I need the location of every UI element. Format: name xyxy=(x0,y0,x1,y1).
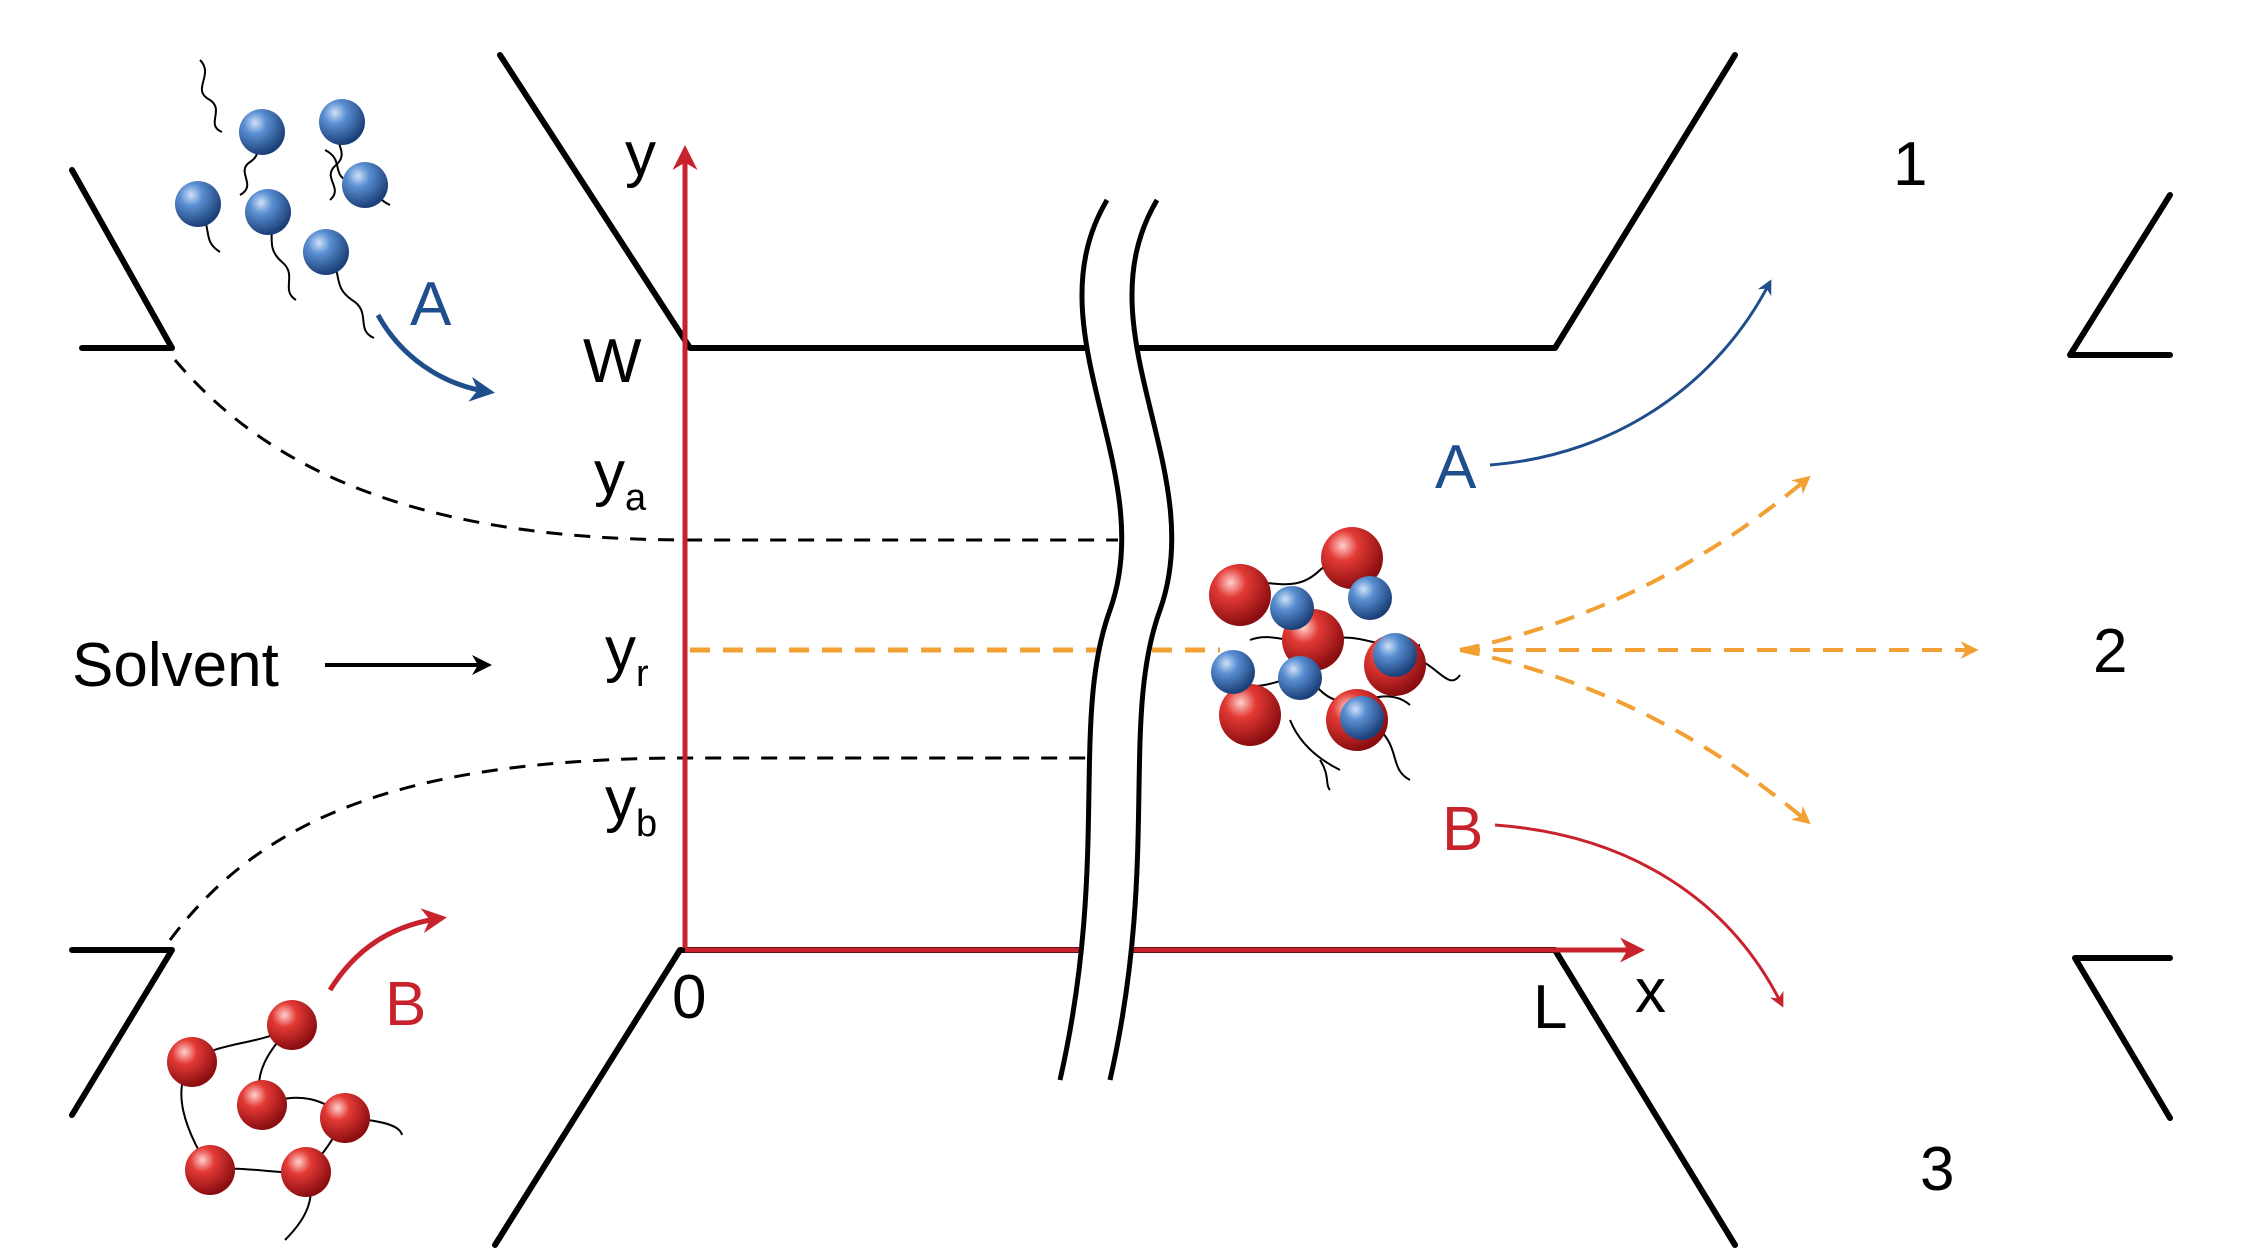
outlet-a-label: A xyxy=(1435,433,1477,502)
complex-branch-up xyxy=(1459,475,1811,652)
outlet-b-label: B xyxy=(1442,795,1483,864)
channel-break-symbol xyxy=(1057,198,1175,1081)
inlet-a-arrow xyxy=(375,313,495,402)
yr-label: yr xyxy=(605,615,649,695)
upper-focusing-streamline xyxy=(173,359,1118,542)
outlet-b-arrow xyxy=(1494,823,1784,1008)
mixed-complex-cluster-icon xyxy=(1209,527,1461,791)
w-label: W xyxy=(583,327,642,396)
origin-label: 0 xyxy=(672,963,706,1032)
outlet-a-arrow xyxy=(1489,279,1772,467)
inlet-b-arrow xyxy=(327,908,447,992)
outlet-1-wall xyxy=(2067,192,2173,358)
break-line-left xyxy=(1057,198,1125,1081)
y-axis-label: y xyxy=(625,120,656,189)
l-label: L xyxy=(1533,973,1567,1042)
outlet-2-label: 2 xyxy=(2093,617,2127,686)
inlet-a-wall-upper xyxy=(69,167,175,351)
blue-sphere-polymer-icon xyxy=(175,59,391,339)
outlet-1-label: 1 xyxy=(1893,130,1927,199)
lower-focusing-streamline xyxy=(168,756,1090,941)
red-sphere-polymer-icon xyxy=(167,1000,403,1241)
break-line-right xyxy=(1107,198,1175,1081)
coordinate-axes xyxy=(672,145,1645,963)
solvent-label: Solvent xyxy=(72,631,279,700)
outlet-streamlines xyxy=(1459,279,1979,1008)
outlet-3-label: 3 xyxy=(1920,1135,1954,1204)
inlet-b-wall-lower xyxy=(69,947,175,1118)
focusing-streamlines xyxy=(168,359,1118,941)
complex-branch-down xyxy=(1459,648,1811,825)
inlet-a-label: A xyxy=(410,270,452,339)
x-axis-label: x xyxy=(1635,957,1666,1026)
outlet-3-wall xyxy=(2072,955,2173,1121)
axis-labels: y x W 0 L ya yr yb Solvent A B A B 1 2 3 xyxy=(72,120,2127,1204)
yb-label: yb xyxy=(605,765,657,845)
ya-label: ya xyxy=(594,439,647,519)
inlet-b-label: B xyxy=(385,970,426,1039)
